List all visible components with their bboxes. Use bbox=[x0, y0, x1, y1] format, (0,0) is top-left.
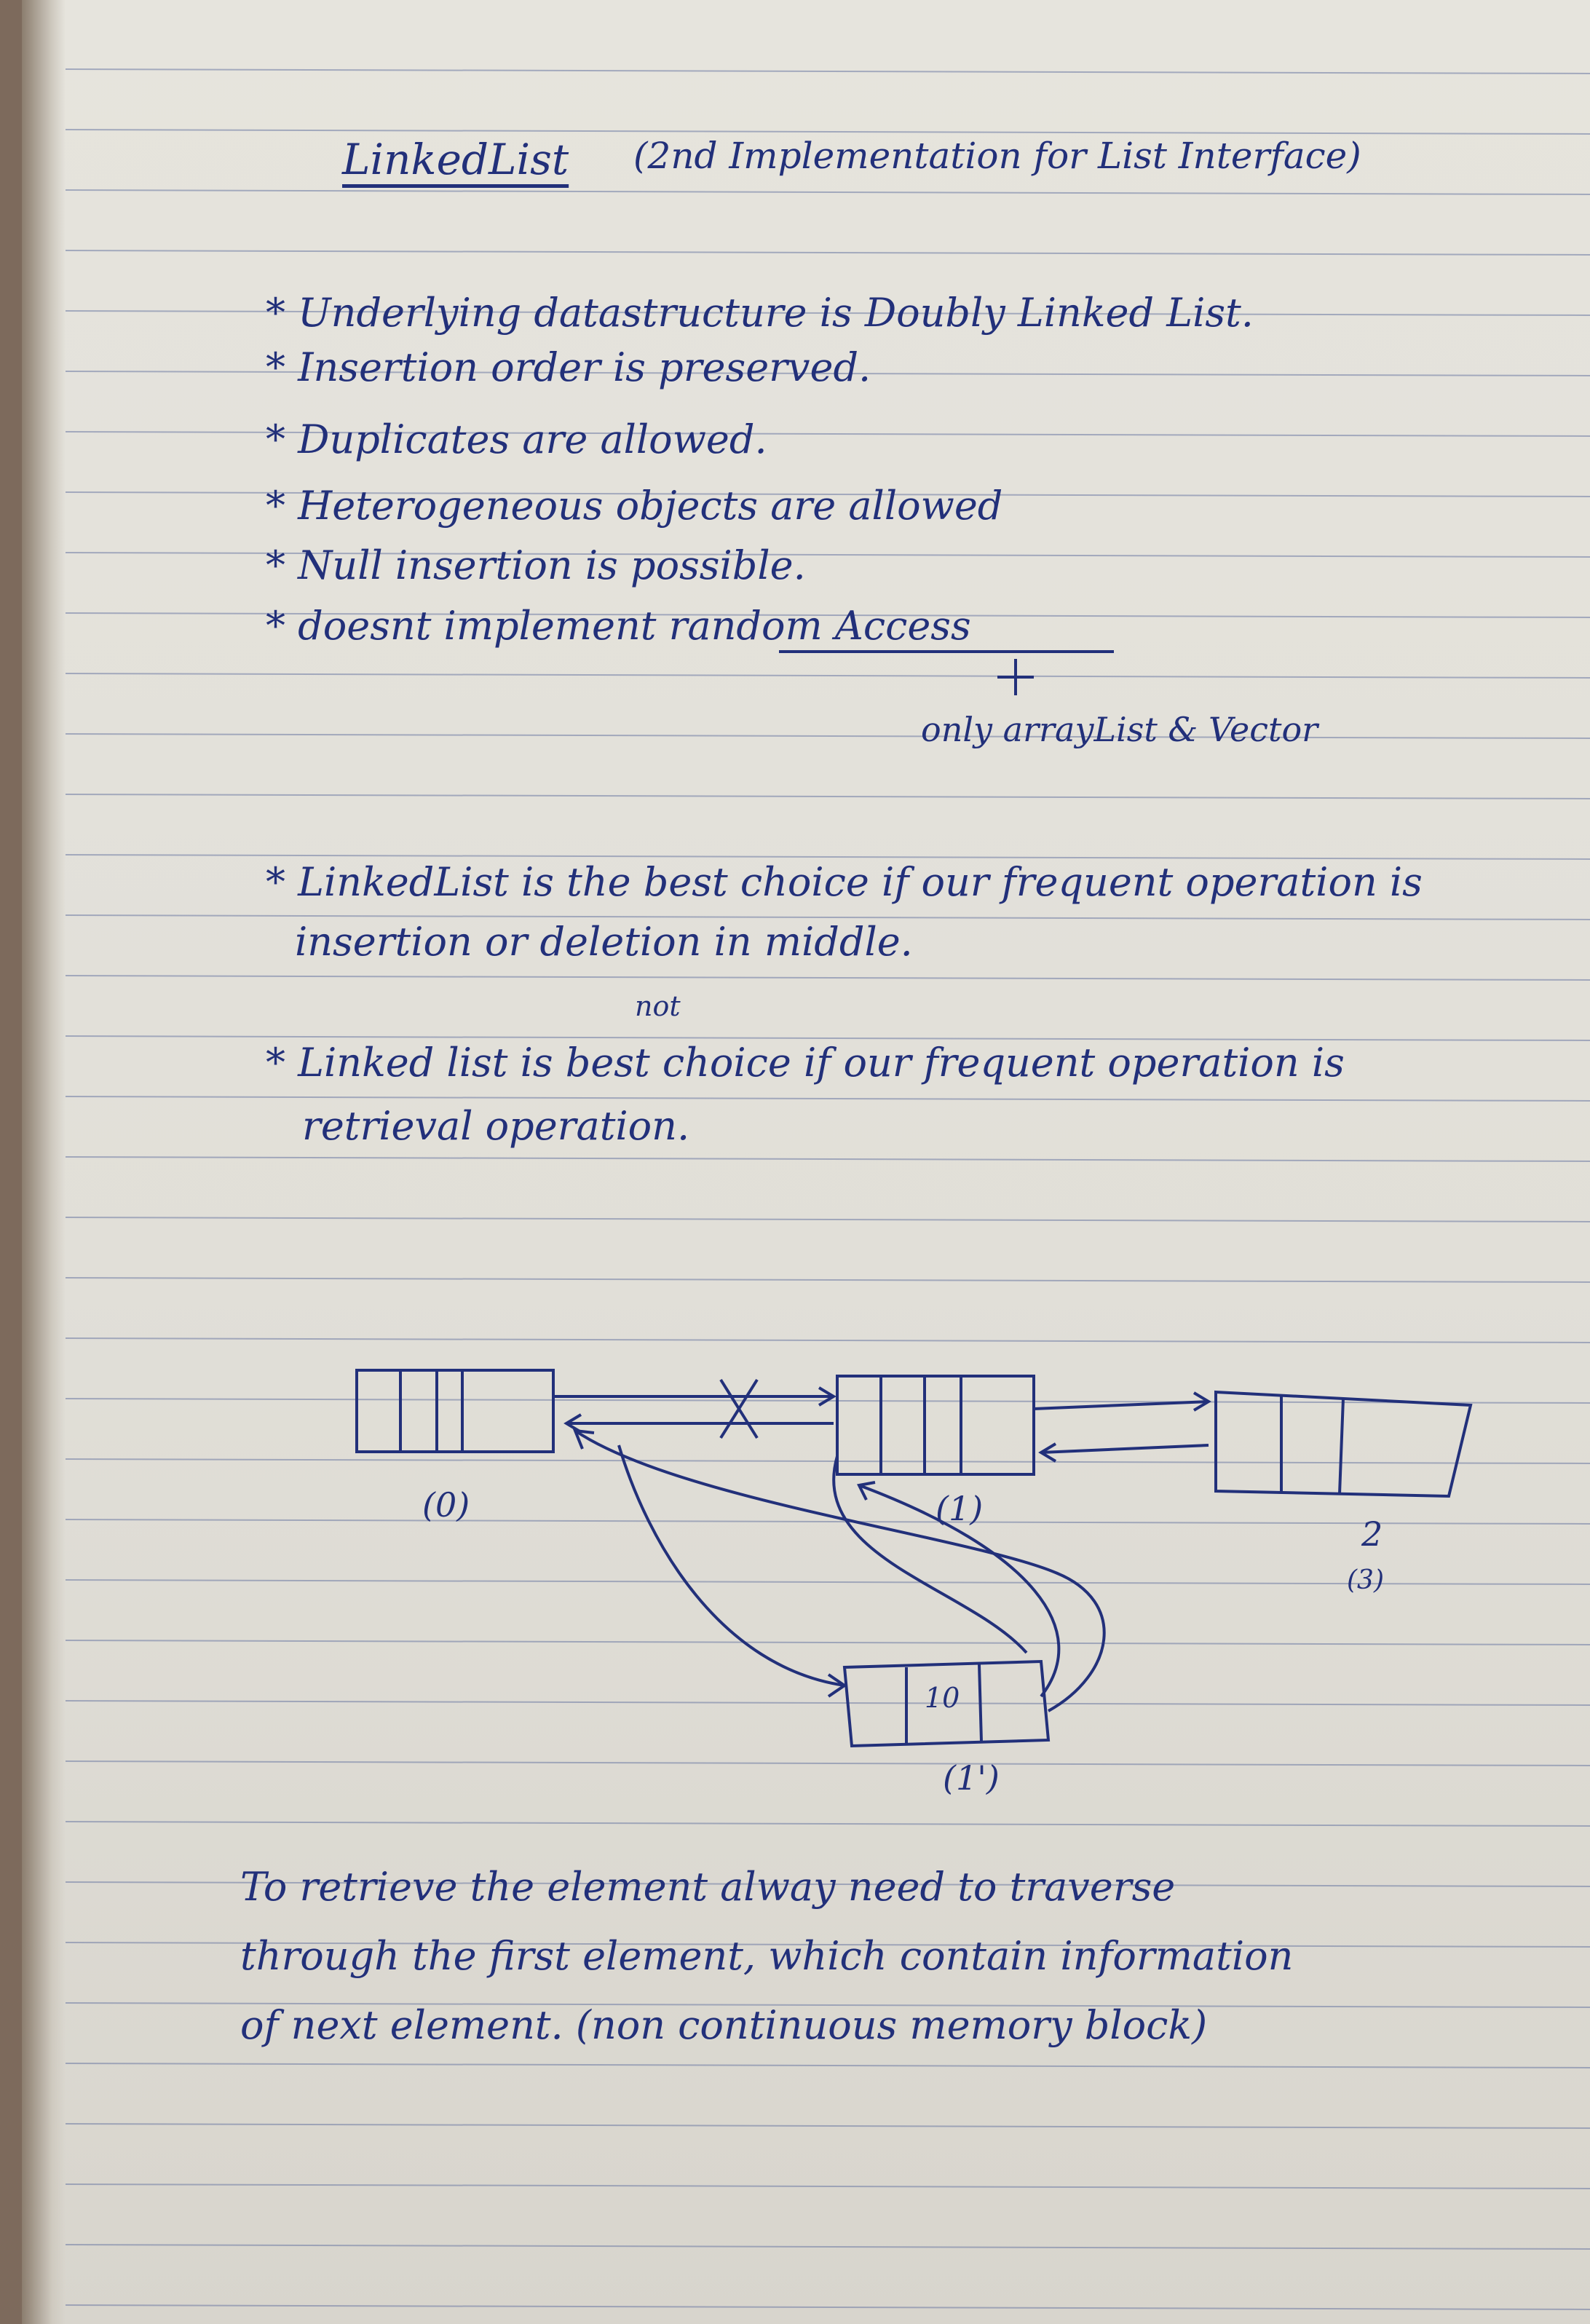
page-subtitle: (2nd Implementation for List Interface) bbox=[633, 135, 1361, 177]
rule-line bbox=[65, 2063, 1590, 2068]
bullet-random-access: * doesnt implement random Access bbox=[266, 603, 971, 649]
best-choice-line-2: insertion or deletion in middle. bbox=[295, 919, 913, 965]
rule-line bbox=[65, 733, 1590, 739]
bullet-heterogeneous: * Heterogeneous objects are allowed bbox=[266, 483, 1003, 529]
rule-line bbox=[65, 250, 1590, 256]
best-choice-line-1: * LinkedList is the best choice if our f… bbox=[266, 859, 1423, 905]
rule-line bbox=[65, 129, 1590, 135]
rule-line bbox=[65, 1700, 1590, 1706]
node-label-2: 2 bbox=[1361, 1514, 1383, 1554]
page-title: LinkedList bbox=[342, 135, 569, 184]
rule-line bbox=[65, 854, 1590, 860]
rule-line bbox=[65, 1217, 1590, 1222]
rule-line bbox=[65, 1337, 1590, 1343]
inserted-node-label: (1') bbox=[943, 1758, 1000, 1798]
retrieval-note-line-1: To retrieve the element alway need to tr… bbox=[240, 1864, 1176, 1910]
retrieval-note-line-3: of next element. (non continuous memory … bbox=[240, 2002, 1208, 2048]
rule-line bbox=[65, 612, 1590, 618]
bullet-duplicates: * Duplicates are allowed. bbox=[266, 416, 767, 462]
rule-line bbox=[65, 1035, 1590, 1041]
rule-line bbox=[65, 491, 1590, 497]
rule-line bbox=[65, 673, 1590, 679]
bullet-insertion-order: * Insertion order is preserved. bbox=[266, 344, 871, 390]
not-best-choice-line-1: * Linked list is best choice if our freq… bbox=[266, 1040, 1345, 1086]
rule-line bbox=[65, 1942, 1590, 1948]
node-label-3: (3) bbox=[1347, 1565, 1384, 1595]
rule-line bbox=[65, 431, 1590, 437]
node-0 bbox=[355, 1369, 555, 1453]
linked-list-diagram bbox=[355, 1369, 1473, 1748]
rule-line bbox=[65, 2123, 1590, 2129]
bullet-null-insertion: * Null insertion is possible. bbox=[266, 542, 806, 588]
rule-line bbox=[65, 310, 1590, 316]
not-best-choice-line-2: retrieval operation. bbox=[302, 1103, 690, 1149]
rule-line bbox=[65, 2244, 1590, 2250]
rule-line bbox=[65, 1579, 1590, 1585]
rule-line bbox=[65, 1277, 1590, 1283]
rule-line bbox=[65, 2002, 1590, 2008]
node-2 bbox=[1214, 1390, 1473, 1498]
rule-line bbox=[65, 1096, 1590, 1102]
rule-line bbox=[65, 975, 1590, 981]
notebook-page: LinkedList (2nd Implementation for List … bbox=[22, 0, 1590, 2324]
rule-line bbox=[65, 1519, 1590, 1525]
rule-line bbox=[65, 1821, 1590, 1827]
rule-line bbox=[65, 371, 1590, 376]
rule-line bbox=[65, 1640, 1590, 1645]
rule-line bbox=[65, 1458, 1590, 1464]
rule-line bbox=[65, 1881, 1590, 1887]
rule-line bbox=[65, 2183, 1590, 2189]
random-access-note: only arrayList & Vector bbox=[921, 710, 1318, 749]
page-binding bbox=[22, 0, 66, 2324]
rule-line bbox=[65, 68, 1590, 74]
node-label-1: (1) bbox=[936, 1489, 984, 1528]
inserted-node-value: 10 bbox=[925, 1682, 960, 1714]
bullet-underlying-ds: * Underlying datastructure is Doubly Lin… bbox=[266, 290, 1254, 336]
ruled-lines bbox=[65, 68, 1590, 2310]
retrieval-note-line-2: through the first element, which contain… bbox=[240, 1933, 1294, 1979]
rule-line bbox=[65, 1760, 1590, 1766]
not-insertion-mark: not bbox=[635, 990, 681, 1022]
rule-line bbox=[65, 914, 1590, 920]
rule-line bbox=[65, 2304, 1590, 2310]
random-access-pointer bbox=[779, 650, 1114, 695]
rule-line bbox=[65, 794, 1590, 799]
rule-line bbox=[65, 189, 1590, 195]
inserted-node bbox=[842, 1659, 1051, 1748]
node-1 bbox=[836, 1375, 1035, 1476]
rule-line bbox=[65, 1156, 1590, 1162]
node-label-0: (0) bbox=[422, 1485, 470, 1525]
rule-line bbox=[65, 552, 1590, 558]
